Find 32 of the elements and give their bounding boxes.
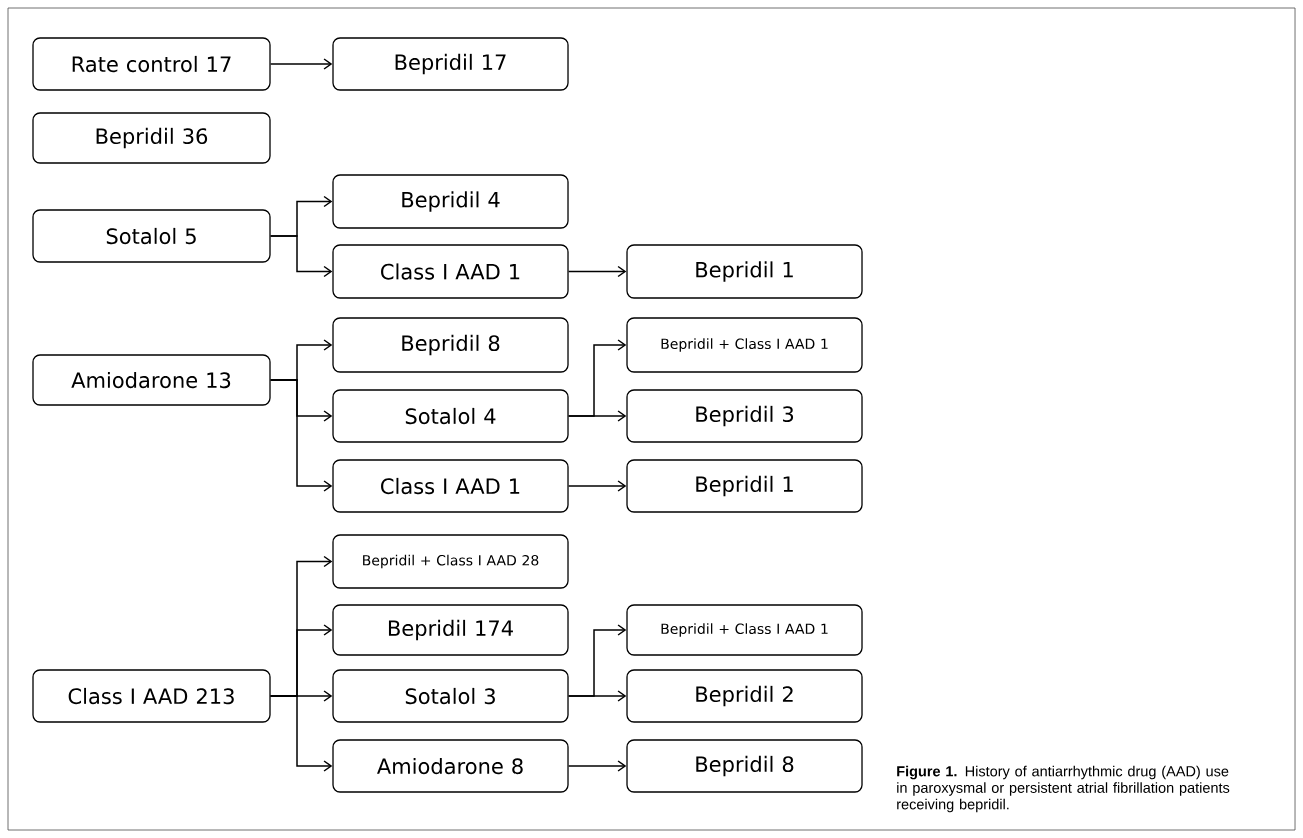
arrow	[567, 760, 627, 772]
process-box: Bepridil + Class I AAD 28	[332, 534, 569, 589]
arrow	[269, 379, 333, 492]
process-box: Class I AAD 213	[32, 669, 271, 723]
process-box: Bepridil 1	[626, 459, 863, 513]
process-box: Sotalol 5	[32, 209, 271, 263]
arrow	[567, 265, 627, 278]
process-box: Class I AAD 1	[332, 244, 569, 299]
process-box: Rate control 17	[32, 37, 271, 91]
arrow	[269, 58, 333, 70]
process-box: Bepridil 174	[332, 604, 569, 656]
process-box: Bepridil 2	[626, 669, 863, 723]
arrow	[567, 690, 627, 702]
process-box: Bepridil 8	[626, 739, 863, 793]
process-box: Sotalol 3	[332, 669, 569, 723]
process-box: Bepridil 3	[626, 389, 863, 443]
arrow	[269, 695, 333, 772]
process-box: Bepridil 36	[32, 112, 271, 164]
process-box: Bepridil 17	[332, 37, 569, 91]
process-box: Bepridil 4	[332, 174, 569, 229]
arrow	[567, 410, 627, 422]
process-box: Bepridil + Class I AAD 1	[626, 604, 863, 656]
process-box: Sotalol 4	[332, 389, 569, 443]
arrow	[567, 480, 627, 492]
process-box: Bepridil + Class I AAD 1	[626, 317, 863, 373]
process-box: Amiodarone 8	[332, 739, 569, 793]
process-box: Bepridil 1	[626, 244, 863, 299]
process-box: Bepridil 8	[332, 317, 569, 373]
process-box: Amiodarone 13	[32, 354, 271, 406]
caption: Figure 1. History of antiarrhythmic drug (AAD) use in paroxysmal or persistent atrial fibrillation patients receiving bepridil.	[897, 765, 1230, 813]
process-box: Class I AAD 1	[332, 459, 569, 513]
arrow	[269, 235, 333, 278]
